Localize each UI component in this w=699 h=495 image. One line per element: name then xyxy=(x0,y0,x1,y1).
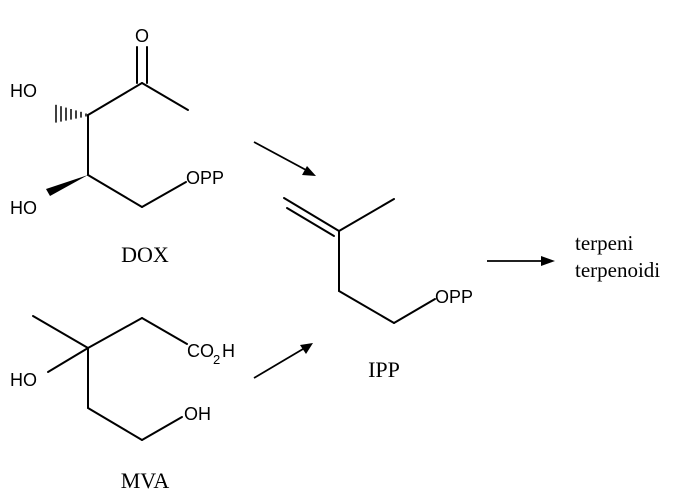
mva-c2-c1-bond xyxy=(141,317,188,345)
mva-oh-label: OH xyxy=(184,404,211,424)
mva-c5-oh-bond xyxy=(141,416,183,441)
mva-ho-label: HO xyxy=(10,370,37,390)
mva-co-h-label: H xyxy=(222,341,235,361)
ipp-c3-c4-bond xyxy=(338,290,395,324)
ipp-opp-label: OPP xyxy=(435,287,473,307)
mva-name: MVA xyxy=(121,468,170,493)
dox-c2-c3-bond xyxy=(87,82,143,116)
dox-structure: O HO HO OPP xyxy=(10,26,224,218)
dox-c4-c5-bond xyxy=(87,174,143,208)
ipp-c4-o-bond xyxy=(393,298,436,324)
dox-opp-label: OPP xyxy=(186,168,224,188)
dox-oxo-label: O xyxy=(135,26,149,46)
product-terpeni: terpeni xyxy=(575,231,633,255)
mva-structure: CO 2 H HO OH xyxy=(10,315,235,441)
dox-methyl-bond xyxy=(141,82,189,111)
dox-ho-top-label: HO xyxy=(10,81,37,101)
dox-c5-o-bond xyxy=(141,181,187,208)
ipp-double-bond-a xyxy=(283,197,340,232)
mva-c4-c5-bond xyxy=(87,407,143,441)
mva-c3-oh-bond xyxy=(47,347,89,373)
ipp-structure: OPP xyxy=(283,197,473,324)
dox-hashed-wedge xyxy=(55,104,87,123)
mva-c3-c2-bond xyxy=(87,317,143,349)
arrow-dox-to-ipp xyxy=(253,141,316,176)
dox-ho-bottom-label: HO xyxy=(10,198,37,218)
ipp-name: IPP xyxy=(368,357,400,382)
dox-name: DOX xyxy=(121,242,169,267)
product-terpenoidi: terpenoidi xyxy=(575,258,660,282)
mva-co-label: CO xyxy=(187,341,214,361)
ipp-methyl-bond xyxy=(338,198,395,232)
ipp-double-bond-b xyxy=(286,207,335,237)
arrow-ipp-to-terpenes xyxy=(487,256,555,266)
arrow-mva-to-ipp xyxy=(253,343,313,379)
mva-methyl-bond xyxy=(32,315,89,349)
mva-co-subscript: 2 xyxy=(213,352,220,367)
dox-solid-wedge xyxy=(46,175,88,196)
